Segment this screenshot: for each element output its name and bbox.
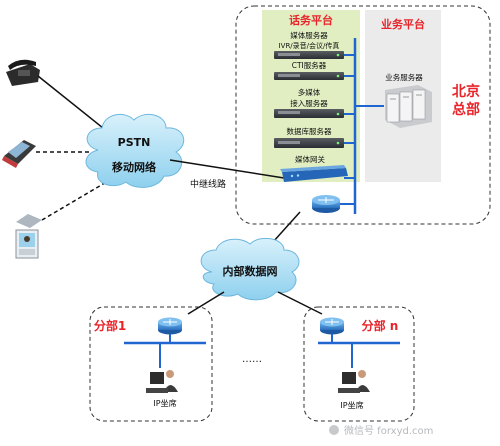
branchn-seat-label: IP坐席 <box>340 400 363 410</box>
trunk-line <box>169 159 285 179</box>
internal-network-cloud: 内部数据网 <box>200 237 300 301</box>
pstn-cloud: PSTN 移动网络 <box>85 113 185 188</box>
pstn-label: PSTN <box>118 136 151 149</box>
media-server-label-1: 媒体服务器 <box>290 30 328 40</box>
media-gateway-icon <box>280 165 348 182</box>
branch-ellipsis: …… <box>242 354 262 365</box>
branchn-seat-icon <box>338 370 370 393</box>
hq-location-line-1: 北京 <box>452 83 480 100</box>
link-branch1 <box>187 291 225 315</box>
trunk-line-label: 中继线路 <box>190 178 226 190</box>
branch1-seat-label: IP坐席 <box>153 398 176 408</box>
branch1-router-icon <box>158 317 182 335</box>
multimedia-server-icon <box>274 109 344 118</box>
branch1-seat-icon <box>146 370 178 393</box>
business-platform-title: 业务平台 <box>381 17 425 31</box>
branchn-region <box>303 306 415 422</box>
multimedia-server-label-1: 多媒体 <box>298 87 321 97</box>
cti-server-label: CTI服务器 <box>292 60 327 70</box>
internal-network-label: 内部数据网 <box>223 264 278 278</box>
link-branchn <box>277 291 323 315</box>
database-server-icon <box>274 138 344 148</box>
branch1-title: 分部1 <box>94 318 126 333</box>
business-server-label: 业务服务器 <box>385 72 423 82</box>
mobile-phone-icon <box>2 140 36 168</box>
database-server-label: 数据库服务器 <box>287 126 332 136</box>
wechat-icon <box>329 425 339 435</box>
call-platform-title: 话务平台 <box>289 13 333 27</box>
mobile-network-label: 移动网络 <box>112 160 156 174</box>
multimedia-server-label-2: 接入服务器 <box>290 98 328 108</box>
media-server-label-2: IVR/录音/会议/传真 <box>279 41 340 50</box>
video-phone-icon <box>15 214 42 259</box>
watermark: 微信号 forxyd.com <box>329 424 433 437</box>
hq-location-line-2: 总部 <box>452 101 480 118</box>
cti-server-icon <box>274 72 344 80</box>
branchn-router-icon <box>320 317 344 335</box>
watermark-text: 微信号 forxyd.com <box>344 424 433 437</box>
hq-router-icon <box>312 195 340 213</box>
call-platform-panel <box>262 10 360 182</box>
business-server-icon <box>385 85 432 128</box>
media-gateway-label: 媒体网关 <box>295 154 325 164</box>
branchn-title: 分部 n <box>362 318 399 333</box>
hq-region <box>235 5 491 225</box>
hq-location-label-1: 北京总部 <box>452 83 480 118</box>
link-desk-phone-pstn <box>37 75 109 133</box>
link-video-phone-pstn <box>41 173 121 221</box>
desk-phone-icon <box>6 59 40 86</box>
media-server-icon <box>274 51 344 59</box>
